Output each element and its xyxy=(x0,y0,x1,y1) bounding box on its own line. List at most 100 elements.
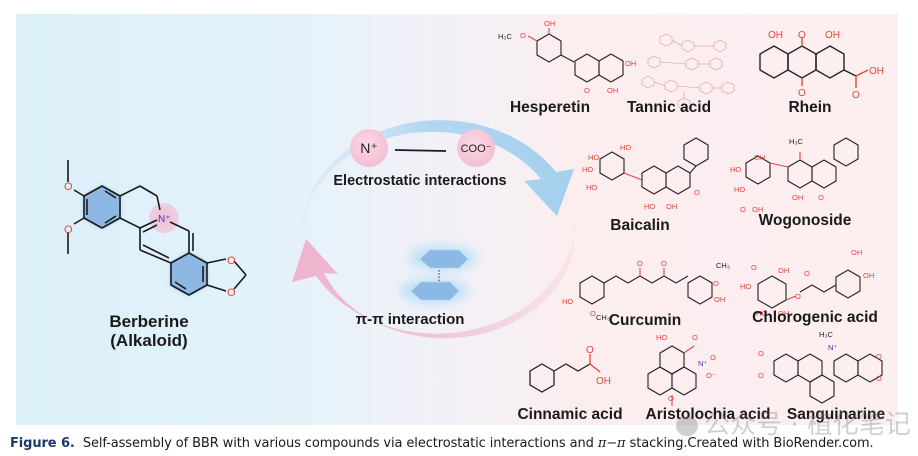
watermark: 公众号 · 植化笔记 xyxy=(676,404,911,441)
svg-text:O: O xyxy=(637,259,643,268)
caption-text-before: Self-assembly of BBR with various compou… xyxy=(82,436,598,451)
svg-text:H₃C: H₃C xyxy=(498,32,512,41)
svg-text:HO: HO xyxy=(644,202,655,211)
svg-text:OH: OH xyxy=(778,266,789,275)
svg-text:CH₃: CH₃ xyxy=(716,261,730,270)
atom-o: O xyxy=(64,224,73,236)
svg-text:HO: HO xyxy=(730,165,741,174)
sanguinarine-atom-labels: H₃C N⁺ O O O O xyxy=(758,330,882,383)
svg-text:O: O xyxy=(798,30,806,41)
svg-text:O: O xyxy=(876,374,882,383)
svg-text:OH: OH xyxy=(754,153,765,162)
atom-o: O xyxy=(64,181,73,193)
figure-caption: Figure 6. Self-assembly of BBR with vari… xyxy=(10,436,874,451)
svg-text:HO: HO xyxy=(656,333,667,342)
berberine-class: (Alkaloid) xyxy=(110,331,188,350)
compound-name-hesperetin: Hesperetin xyxy=(509,99,591,116)
chlorogenic-acid-structure xyxy=(757,269,861,309)
hesperetin-atom-labels: OH H₃C O OH OH O xyxy=(498,19,636,95)
svg-text:HO: HO xyxy=(620,143,631,152)
svg-text:OH: OH xyxy=(869,66,884,77)
svg-text:OH: OH xyxy=(666,202,677,211)
atom-n-plus: N⁺ xyxy=(158,214,171,225)
svg-text:O: O xyxy=(804,269,810,278)
svg-text:HO: HO xyxy=(740,282,751,291)
svg-text:O: O xyxy=(758,349,764,358)
blue-cycle-arrow xyxy=(301,120,574,224)
svg-text:O: O xyxy=(795,292,801,301)
aromatic-ring-top xyxy=(419,249,469,269)
compound-name-rhein: Rhein xyxy=(788,99,832,116)
svg-text:O: O xyxy=(590,309,596,318)
svg-text:O: O xyxy=(584,86,590,95)
figure-diagram: O O N⁺ O O OH H₃C O OH OH O xyxy=(64,19,884,406)
rhein-atom-labels: OH O OH O OH O xyxy=(768,30,884,101)
berberine-structure xyxy=(67,160,247,296)
curcumin-atom-labels: O O HO O CH₃ O CH₃ OH xyxy=(562,259,730,322)
baicalin-atom-labels: HO HO HO HO HO OH O xyxy=(582,143,700,211)
atom-o: O xyxy=(227,287,236,299)
compound-name-cinnamic-acid: Cinnamic acid xyxy=(517,406,623,423)
svg-text:OH: OH xyxy=(544,19,555,28)
svg-text:HO: HO xyxy=(562,297,573,306)
svg-text:O: O xyxy=(876,352,882,361)
svg-text:O: O xyxy=(520,31,526,40)
chlorogenic-acid-atom-labels: O OH HO O O HO OH OH OH xyxy=(740,248,874,318)
hesperetin-structure xyxy=(527,28,624,83)
cinnamic-acid-atom-labels: O OH xyxy=(586,345,611,387)
wogonoside-structure xyxy=(745,137,859,189)
svg-text:O: O xyxy=(751,263,757,272)
watermark-text: 公众号 · 植化笔记 xyxy=(704,410,911,440)
svg-text:OH: OH xyxy=(825,30,840,41)
berberine-atom-labels: O O N⁺ O O xyxy=(64,181,236,299)
svg-text:O: O xyxy=(692,333,698,342)
pi-stacking-label: π-π interaction xyxy=(355,311,465,328)
caption-pi-symbol: π−π xyxy=(597,436,626,451)
rhein-structure xyxy=(759,38,869,88)
svg-text:HO: HO xyxy=(586,183,597,192)
svg-text:O: O xyxy=(740,205,746,214)
svg-text:OH: OH xyxy=(625,59,636,68)
svg-text:O: O xyxy=(661,259,667,268)
wogonoside-atom-labels: H₃C OH HO HO O OH OH O xyxy=(730,137,824,214)
svg-text:OH: OH xyxy=(607,86,618,95)
svg-text:OH: OH xyxy=(851,248,862,257)
cinnamic-acid-structure xyxy=(529,354,601,393)
svg-text:N⁺: N⁺ xyxy=(698,359,707,368)
svg-text:O: O xyxy=(586,345,594,356)
electrostatic-label: Electrostatic interactions xyxy=(333,173,507,189)
anion-coo-minus: COO⁻ xyxy=(457,129,495,167)
svg-text:OH: OH xyxy=(768,30,783,41)
svg-text:OH: OH xyxy=(778,309,789,318)
svg-text:O: O xyxy=(818,193,824,202)
aristolochia-acid-atom-labels: HO O N⁺ O O⁻ O xyxy=(656,333,716,403)
svg-text:OH: OH xyxy=(752,205,763,214)
svg-text:H₃C: H₃C xyxy=(789,137,803,146)
chat-bubble-icon xyxy=(676,415,698,436)
cycle-arrows xyxy=(292,120,576,339)
caption-text-after: stacking.Created with BioRender.com. xyxy=(625,436,874,451)
berberine-name: Berberine xyxy=(109,312,189,331)
compound-name-tannic-acid: Tannic acid xyxy=(626,99,712,116)
aristolochia-acid-structure xyxy=(647,345,697,406)
compound-name-wogonoside: Wogonoside xyxy=(758,212,852,229)
svg-text:H₃C: H₃C xyxy=(819,330,833,339)
svg-text:CH₃: CH₃ xyxy=(596,313,610,322)
svg-text:N⁺: N⁺ xyxy=(828,343,837,352)
svg-text:O⁻: O⁻ xyxy=(706,371,716,380)
compound-name-chlorogenic-acid: Chlorogenic acid xyxy=(752,309,878,326)
svg-text:OH: OH xyxy=(792,193,803,202)
caption-label: Figure 6. xyxy=(10,436,75,451)
compound-name-sanguinarine: Sanguinarine xyxy=(786,406,886,423)
svg-text:OH: OH xyxy=(714,295,725,304)
svg-text:HO: HO xyxy=(582,165,593,174)
compound-name-curcumin: Curcumin xyxy=(608,312,682,329)
curcumin-structure xyxy=(579,268,713,305)
svg-text:O: O xyxy=(798,88,806,99)
svg-text:OH: OH xyxy=(596,376,611,387)
sanguinarine-structure xyxy=(773,353,883,404)
svg-text:O: O xyxy=(852,90,860,101)
svg-text:OH: OH xyxy=(863,271,874,280)
berberine-ring-highlight-a xyxy=(84,186,120,228)
aromatic-ring-bottom xyxy=(410,281,460,301)
